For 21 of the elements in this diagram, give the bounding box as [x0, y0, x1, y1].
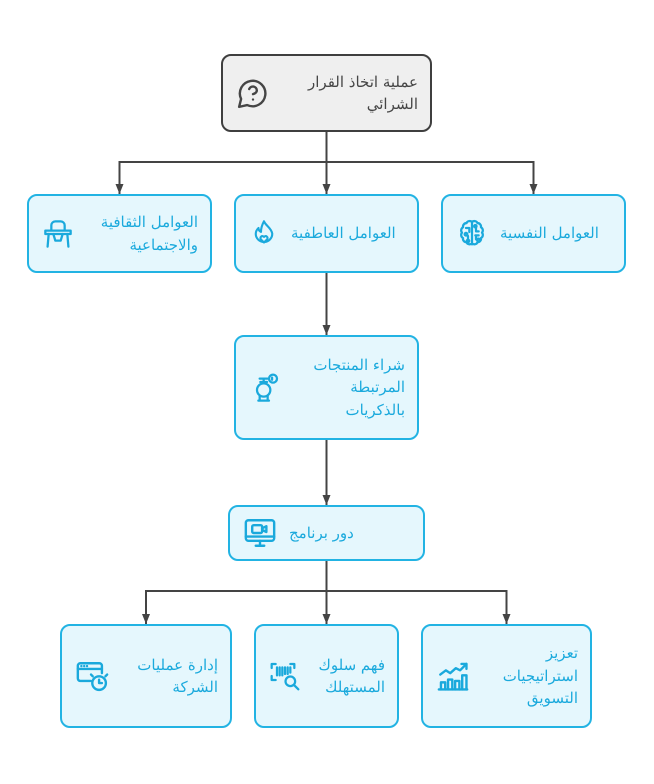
- arrow: [322, 440, 330, 505]
- process-box: [421, 624, 592, 728]
- process-box: [27, 194, 212, 273]
- process-box: [60, 624, 232, 728]
- node-label: دور برنامج: [289, 522, 354, 544]
- node-label: العوامل الثقافية والاجتماعية: [100, 212, 198, 256]
- node-label: تعزيز استراتيجيات التسويق: [502, 643, 578, 710]
- node-label: عملية اتخاذ القرار الشرائي: [306, 72, 418, 115]
- node-label: العوامل النفسية: [500, 223, 599, 244]
- node-label: إدارة عمليات الشركة: [136, 654, 218, 698]
- process-box: [441, 194, 626, 273]
- process-box: [254, 624, 399, 728]
- node-label: فهم سلوك المستهلك: [318, 654, 385, 698]
- node-label: العوامل العاطفية: [291, 223, 396, 244]
- arrow: [322, 273, 330, 335]
- process-box: [234, 335, 419, 440]
- process-box: [234, 194, 419, 273]
- process-box: [228, 505, 425, 561]
- start-box: [221, 54, 432, 132]
- node-label: شراء المنتجات المرتبطة بالذكريات: [312, 354, 405, 421]
- arrow: [116, 132, 328, 194]
